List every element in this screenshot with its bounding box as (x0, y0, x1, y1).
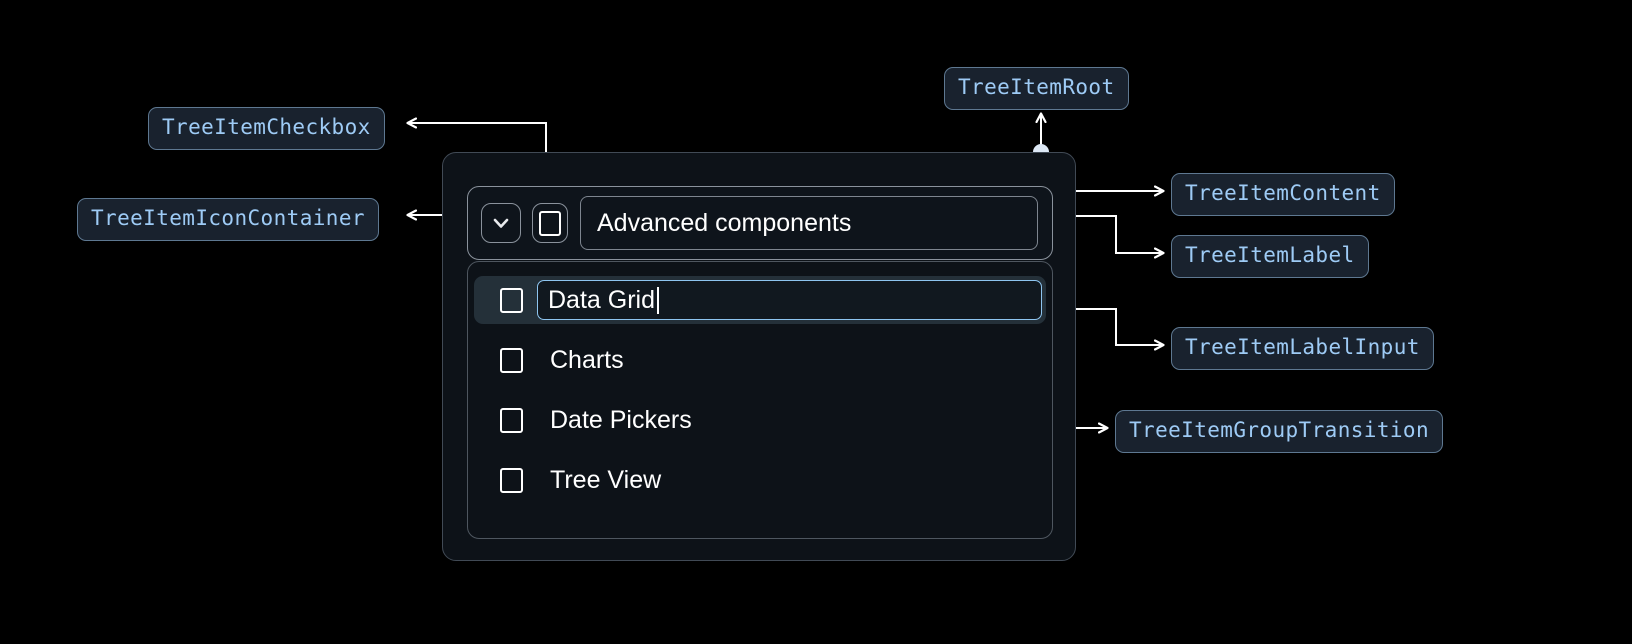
annotation-chip-tree-item-content: TreeItemContent (1171, 173, 1395, 216)
tree-item-label-input-value: Data Grid (548, 285, 655, 314)
annotation-chip-tree-item-label-input: TreeItemLabelInput (1171, 327, 1434, 370)
annotation-chip-tree-item-group-transition: TreeItemGroupTransition (1115, 410, 1443, 453)
chevron-down-icon (488, 210, 514, 236)
annotation-chip-tree-item-label: TreeItemLabel (1171, 235, 1369, 278)
tree-child-row[interactable]: Data Grid (474, 276, 1046, 324)
checkbox-unchecked-icon (539, 210, 561, 236)
tree-item-content[interactable]: Advanced components (467, 186, 1053, 260)
checkbox-unchecked-icon[interactable] (500, 407, 523, 433)
tree-item-group-transition: Data Grid Charts Date Pickers Tree View (467, 261, 1053, 539)
tree-child-label: Date Pickers (550, 405, 692, 434)
tree-child-row[interactable]: Charts (474, 336, 1046, 384)
tree-item-icon-container[interactable] (481, 203, 521, 243)
tree-item-label[interactable]: Advanced components (580, 196, 1038, 250)
tree-child-label: Charts (550, 345, 624, 374)
checkbox-unchecked-icon[interactable] (500, 467, 523, 493)
text-caret (656, 286, 659, 314)
checkbox-unchecked-icon[interactable] (500, 287, 523, 313)
annotation-chip-tree-item-icon-container: TreeItemIconContainer (77, 198, 379, 241)
tree-item-label-input[interactable]: Data Grid (537, 280, 1042, 320)
tree-child-row[interactable]: Date Pickers (474, 396, 1046, 444)
annotation-chip-tree-item-root: TreeItemRoot (944, 67, 1129, 110)
tree-item-root[interactable]: Advanced components Data Grid Charts Dat… (442, 152, 1076, 561)
checkbox-unchecked-icon[interactable] (500, 347, 523, 373)
tree-child-label: Tree View (550, 465, 662, 494)
tree-item-label-text: Advanced components (597, 208, 852, 237)
tree-item-checkbox[interactable] (532, 203, 568, 243)
tree-child-row[interactable]: Tree View (474, 456, 1046, 504)
annotation-chip-tree-item-checkbox: TreeItemCheckbox (148, 107, 385, 150)
